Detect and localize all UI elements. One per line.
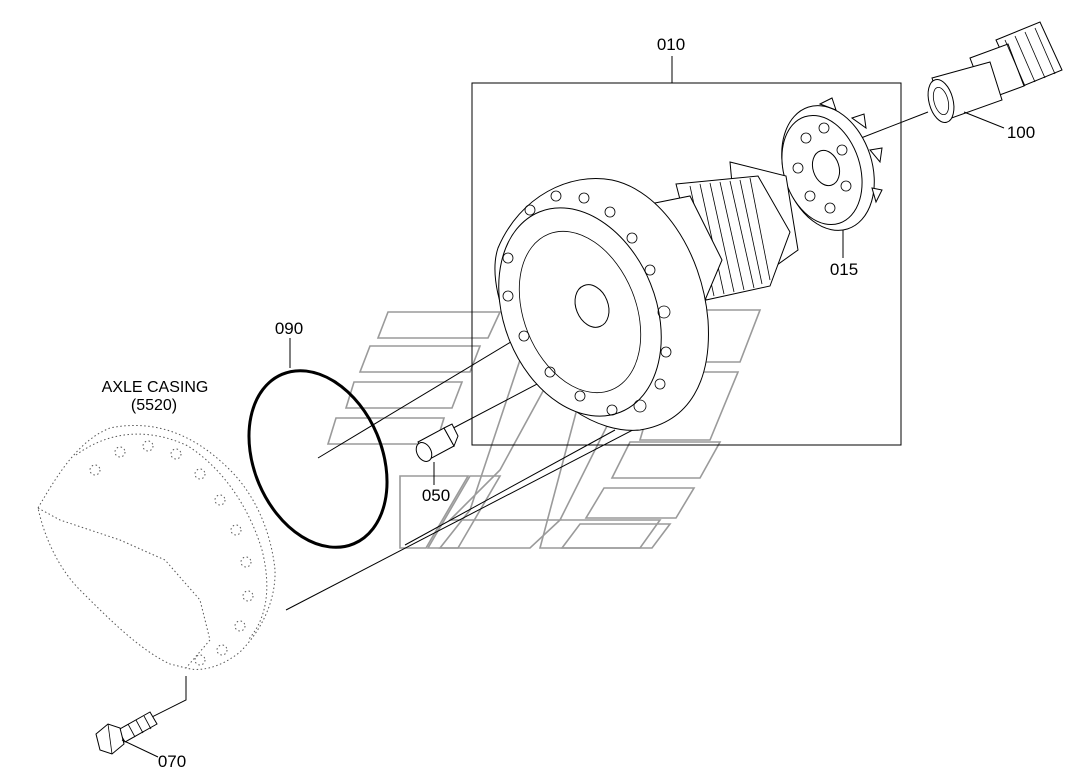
assembly-010-outline xyxy=(471,56,902,446)
callout-100: 100 xyxy=(1007,123,1035,142)
callout-050: 050 xyxy=(422,486,450,505)
part-050-plug xyxy=(415,423,459,462)
callout-070: 070 xyxy=(158,752,186,771)
axle-casing-drawing xyxy=(37,425,276,670)
axle-casing-bolt-holes xyxy=(89,440,254,666)
leader-lines xyxy=(121,111,1005,758)
axle-casing-ref: (5520) xyxy=(131,397,177,414)
part-100-splined-shaft xyxy=(927,21,1063,123)
part-010-hub-housing xyxy=(494,161,799,431)
part-070-hex-bolt xyxy=(95,711,158,755)
callout-015: 015 xyxy=(830,260,858,279)
callout-090: 090 xyxy=(275,319,303,338)
callout-010: 010 xyxy=(657,35,685,54)
part-090-o-ring xyxy=(247,369,389,549)
hub-bolt-holes xyxy=(502,190,672,416)
axle-casing-title: AXLE CASING xyxy=(102,379,209,396)
part-015-gear-ring xyxy=(781,97,883,231)
